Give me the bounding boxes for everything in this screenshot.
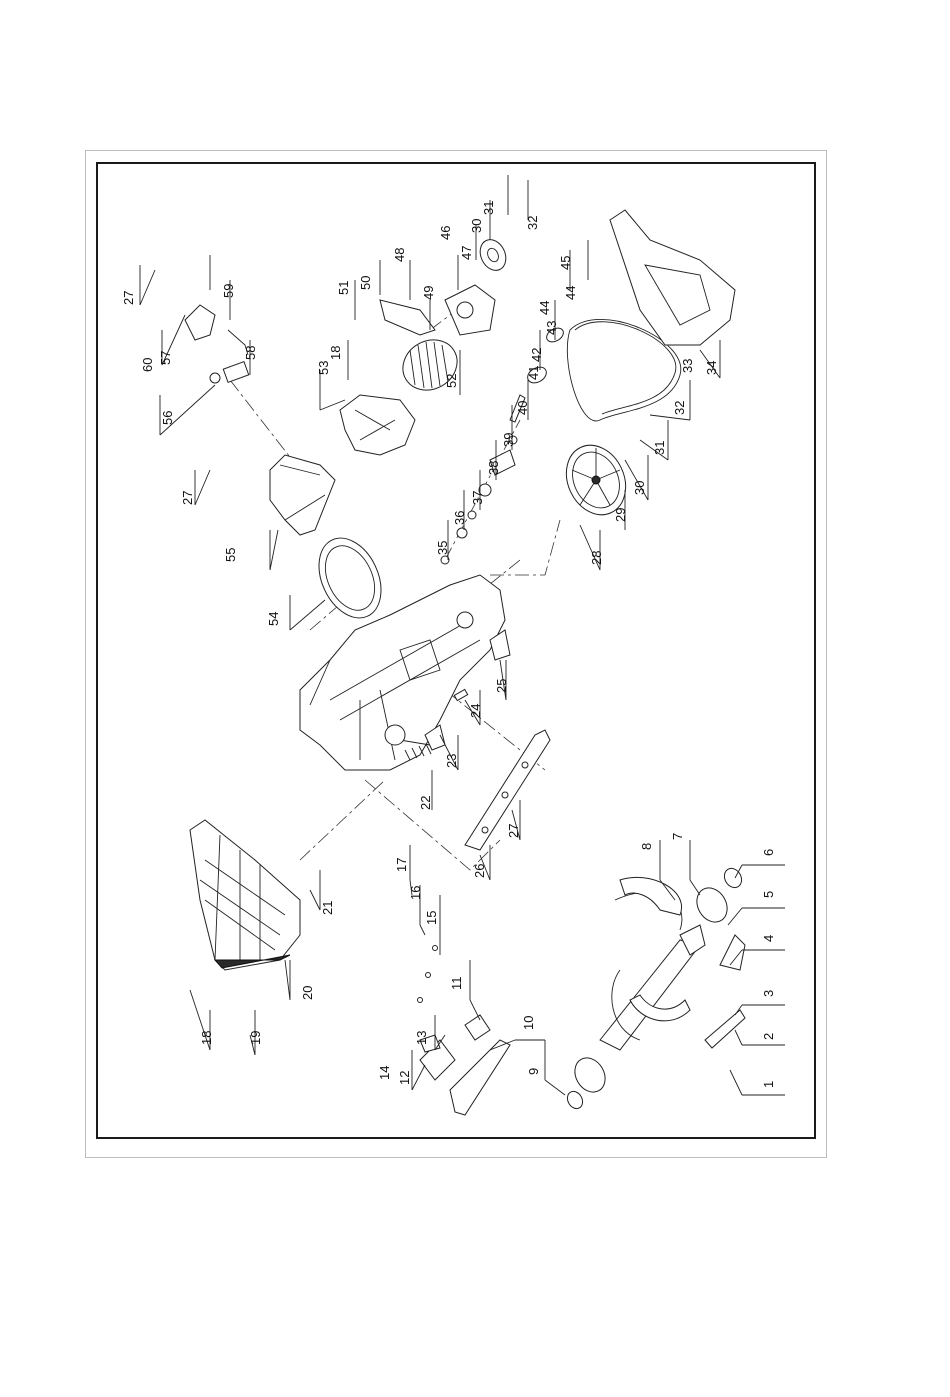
callout-number-5: 5: [761, 891, 776, 898]
callout-number-46: 46: [438, 226, 453, 240]
callout-number-47: 47: [459, 246, 474, 260]
callout-number-54: 54: [266, 612, 281, 626]
callout-number-27: 27: [180, 491, 195, 505]
callout-number-32: 32: [672, 401, 687, 415]
callout-number-3: 3: [761, 990, 776, 997]
callout-number-41: 41: [526, 366, 541, 380]
part-motor-flywheel: [394, 330, 466, 400]
part-main-frame: [300, 575, 505, 770]
callout-number-28: 28: [589, 551, 604, 565]
callout-number-35: 35: [435, 541, 450, 555]
callout-number-13: 13: [414, 1031, 429, 1045]
callout-number-9: 9: [526, 1068, 541, 1075]
callout-number-32: 32: [525, 216, 540, 230]
callout-number-38: 38: [486, 461, 501, 475]
callout-number-16: 16: [408, 886, 423, 900]
callout-number-30: 30: [469, 219, 484, 233]
callout-number-36: 36: [452, 511, 467, 525]
part-brackets-upper: [380, 285, 495, 335]
callout-number-6: 6: [761, 849, 776, 856]
callout-number-12: 12: [397, 1071, 412, 1085]
callout-number-2: 2: [761, 1033, 776, 1040]
part-small-pulley: [475, 235, 510, 274]
callout-number-18: 18: [328, 346, 343, 360]
callout-number-31: 31: [652, 441, 667, 455]
callout-number-57: 57: [158, 351, 173, 365]
part-crank-assembly: [564, 865, 745, 1111]
callout-number-18: 18: [199, 1031, 214, 1045]
callout-number-59: 59: [221, 284, 236, 298]
callout-number-53: 53: [316, 361, 331, 375]
callout-number-31: 31: [481, 201, 496, 215]
callout-number-7: 7: [670, 833, 685, 840]
callout-number-11: 11: [449, 977, 464, 991]
callout-number-43: 43: [544, 321, 559, 335]
callout-number-37: 37: [470, 491, 485, 505]
callout-number-50: 50: [358, 276, 373, 290]
callout-number-1: 1: [761, 1081, 776, 1088]
callout-number-55: 55: [223, 548, 238, 562]
callout-number-34: 34: [704, 361, 719, 375]
callout-number-42: 42: [529, 348, 544, 362]
part-side-cover: [190, 820, 300, 970]
callout-number-48: 48: [392, 248, 407, 262]
callout-number-15: 15: [424, 911, 439, 925]
callout-number-27: 27: [506, 824, 521, 838]
callout-number-45: 45: [558, 256, 573, 270]
callout-number-40: 40: [515, 401, 530, 415]
callout-number-39: 39: [501, 433, 516, 447]
part-fan-housing: [307, 528, 393, 628]
part-upper-shroud: [270, 455, 335, 535]
callout-number-23: 23: [444, 754, 459, 768]
callout-number-4: 4: [761, 935, 776, 942]
callout-number-20: 20: [300, 986, 315, 1000]
callout-number-21: 21: [320, 901, 335, 915]
part-belt-cover: [610, 210, 735, 345]
callout-number-44: 44: [563, 286, 578, 300]
callout-number-60: 60: [140, 358, 155, 372]
callout-number-27: 27: [121, 291, 136, 305]
callout-number-56: 56: [160, 411, 175, 425]
callout-number-58: 58: [243, 346, 258, 360]
callout-number-52: 52: [444, 374, 459, 388]
callout-number-8: 8: [639, 843, 654, 850]
part-sensor-assembly: [185, 305, 249, 383]
callout-number-10: 10: [521, 1016, 536, 1030]
callout-number-22: 22: [418, 796, 433, 810]
callout-number-29: 29: [613, 508, 628, 522]
part-slide-plates: [418, 946, 511, 1116]
callout-number-25: 25: [494, 679, 509, 693]
callout-number-49: 49: [421, 286, 436, 300]
callout-number-30: 30: [632, 481, 647, 495]
callout-number-19: 19: [248, 1031, 263, 1045]
callout-number-26: 26: [472, 864, 487, 878]
callout-number-17: 17: [394, 858, 409, 872]
callout-number-44: 44: [537, 301, 552, 315]
callout-number-51: 51: [336, 281, 351, 295]
callout-number-14: 14: [377, 1066, 392, 1080]
part-motor-bracket: [340, 395, 415, 455]
callout-number-24: 24: [468, 704, 483, 718]
callout-number-33: 33: [680, 359, 695, 373]
